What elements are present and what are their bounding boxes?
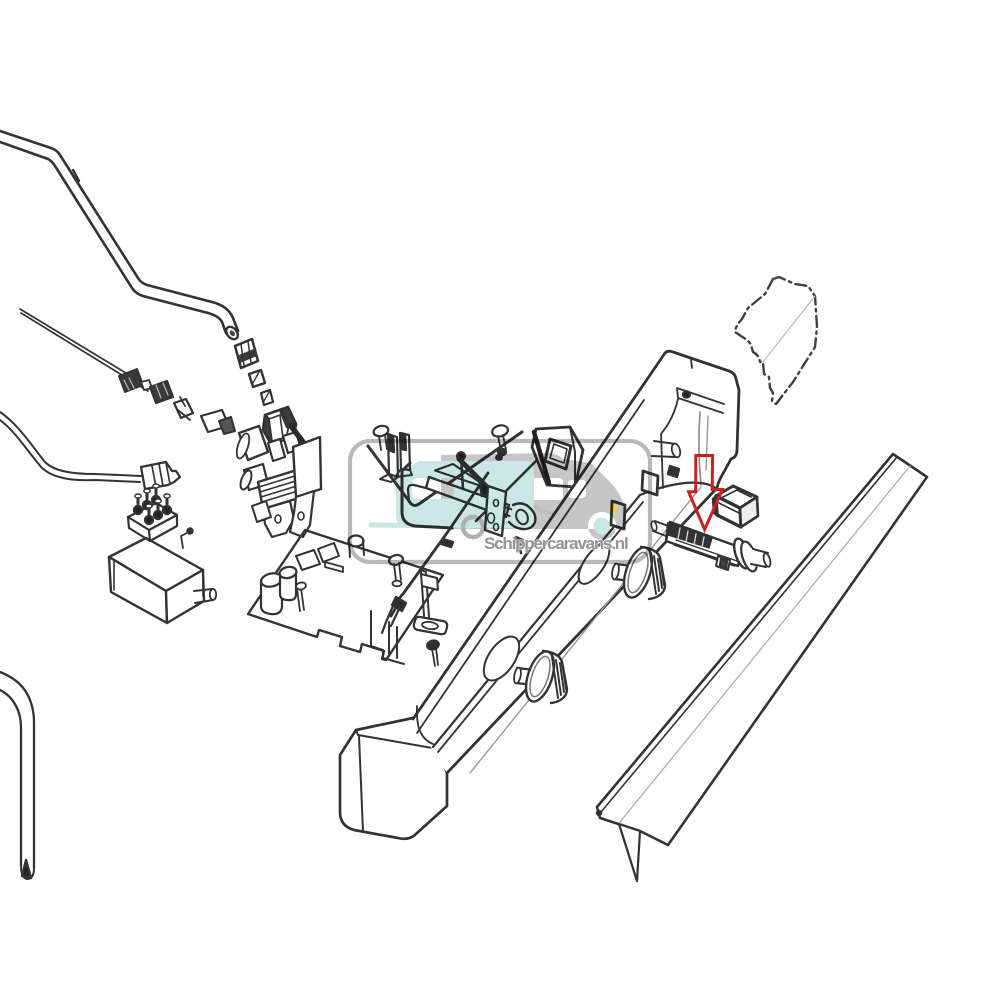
svg-text:Schippercaravans.nl: Schippercaravans.nl — [484, 534, 628, 553]
